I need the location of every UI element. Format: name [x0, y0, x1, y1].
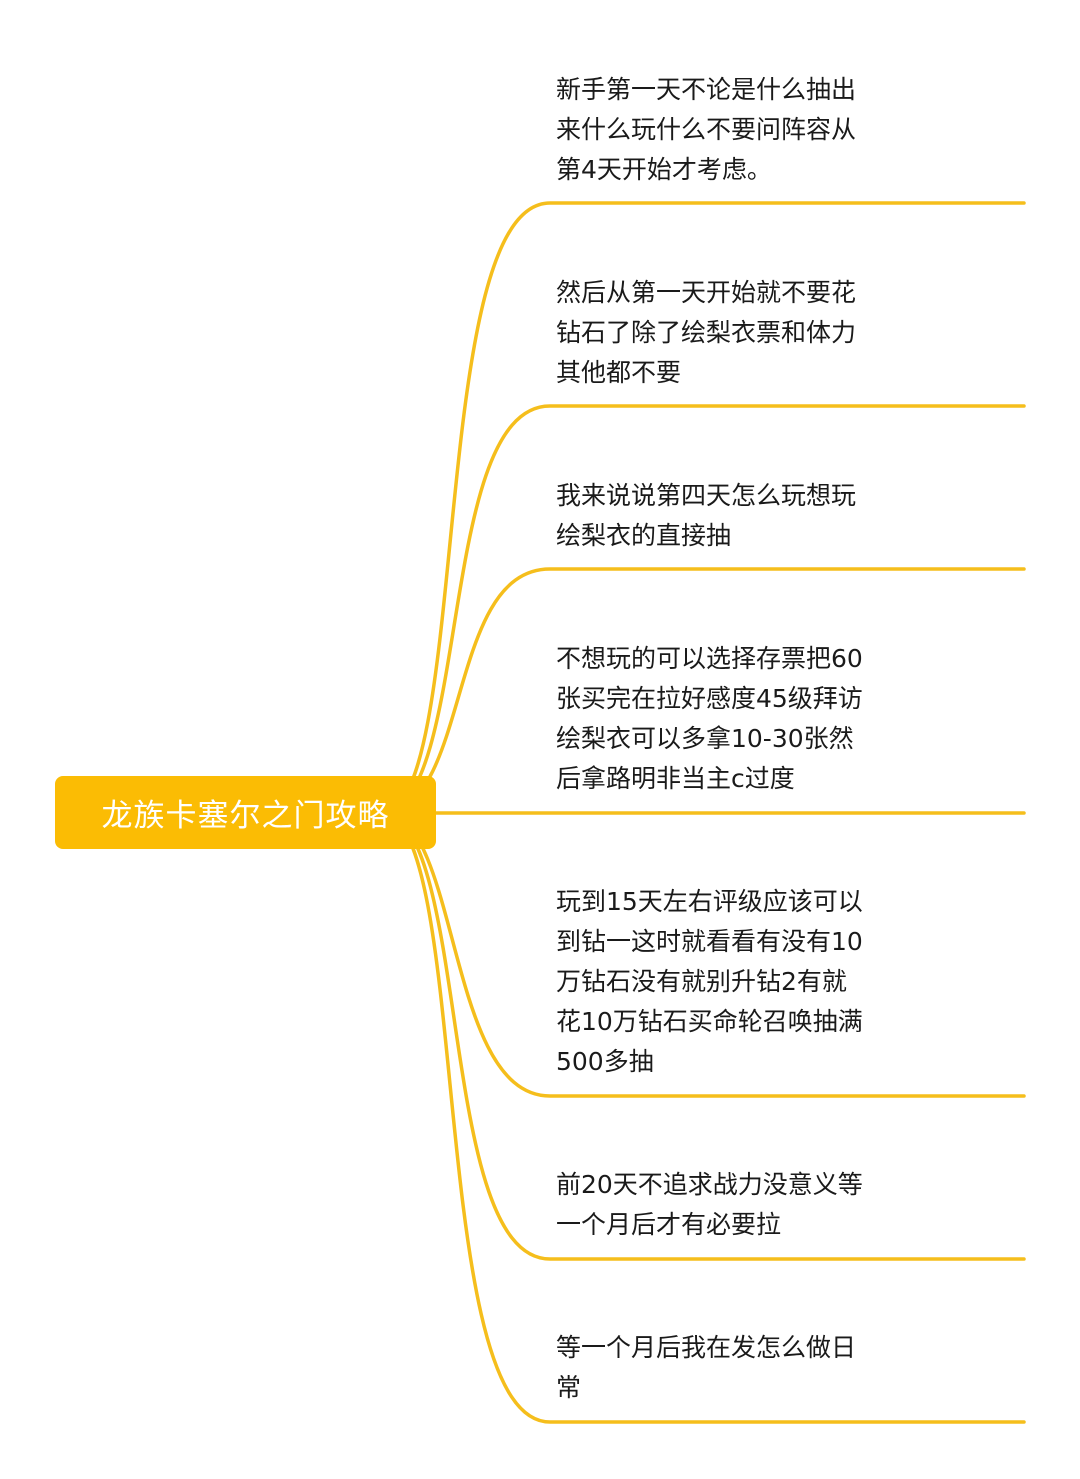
branch-node-7[interactable]: 等一个月后我在发怎么做日 常 — [556, 1333, 857, 1402]
branch-node-4[interactable]: 不想玩的可以选择存票把60 张买完在拉好感度45级拜访 绘梨衣可以多拿10-30… — [556, 644, 863, 793]
connector-branch-6 — [388, 811, 1026, 1261]
root-label: 龙族卡塞尔之门攻略 — [101, 798, 390, 834]
branch-node-6[interactable]: 前20天不追求战力没意义等 一个月后才有必要拉 — [556, 1170, 863, 1239]
branch-node-1[interactable]: 新手第一天不论是什么抽出 来什么玩什么不要问阵容从 第4天开始才考虑。 — [556, 75, 857, 184]
branch-node-5[interactable]: 玩到15天左右评级应该可以 到钻一这时就看看有没有10 万钻石没有就别升钻2有就… — [556, 887, 863, 1076]
connector-branch-7 — [386, 811, 1026, 1424]
branch-node-2[interactable]: 然后从第一天开始就不要花 钻石了除了绘梨衣票和体力 其他都不要 — [556, 278, 857, 387]
branch-node-3[interactable]: 我来说说第四天怎么玩想玩 绘梨衣的直接抽 — [556, 481, 857, 550]
root-node[interactable]: 龙族卡塞尔之门攻略 — [55, 776, 436, 849]
connector-branch-1 — [386, 201, 1026, 815]
